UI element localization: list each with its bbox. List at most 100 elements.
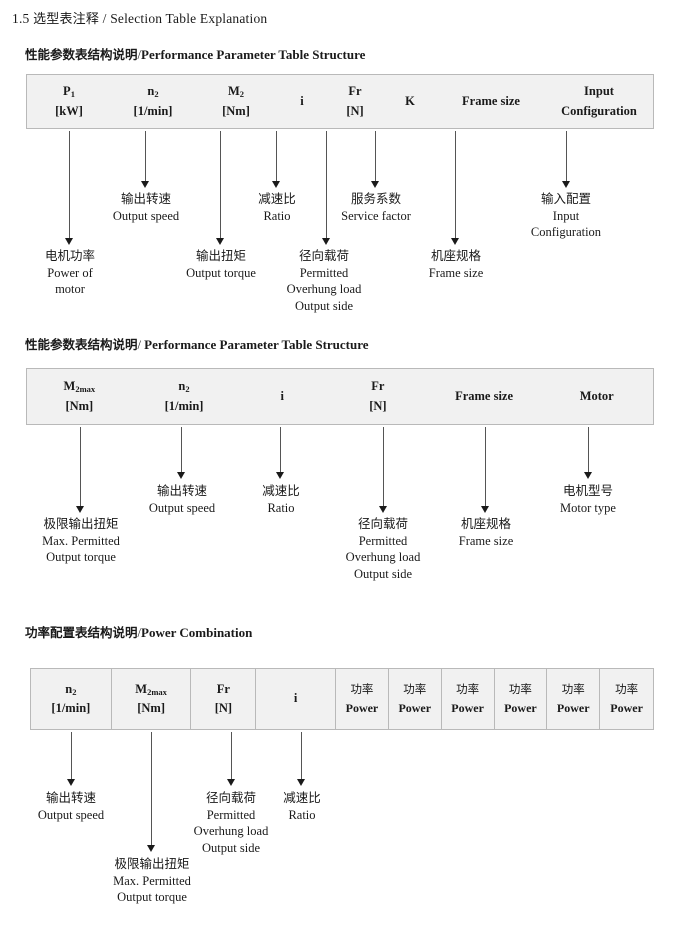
power-combination-table: n2 [1/min] M2max [Nm] Fr [N] i 功率 Power … xyxy=(30,668,654,730)
block-2-heading-separator: / xyxy=(137,338,141,352)
table-3-symbol-n2: n2 xyxy=(65,681,77,697)
table-3-cell-power-3: 功率 Power xyxy=(440,669,494,729)
note-cn: 径向载荷 xyxy=(357,516,409,531)
table-3-cell-m2max: M2max [Nm] xyxy=(110,669,191,729)
note-en-line-1: Service factor xyxy=(341,208,411,223)
note-en-line-1: Max. Permitted xyxy=(113,873,191,888)
table-3-power-2-en: Power xyxy=(398,700,432,715)
table-3-unit-fr: [N] xyxy=(214,701,233,715)
arrow-to-ratio xyxy=(272,131,281,188)
note-output-speed: 输出转速 Output speed xyxy=(113,191,179,224)
block-2-heading-en: Performance Parameter Table Structure xyxy=(144,337,369,352)
table-3-power-6-en: Power xyxy=(610,700,643,715)
arrow-to-service-factor xyxy=(371,131,380,188)
table-1-cell-m2: M2 [Nm] xyxy=(195,75,277,128)
block-1-heading-separator: / xyxy=(137,48,141,62)
table-1-cell-input-configuration: Input Configuration xyxy=(545,75,653,128)
note-en-line-1: Output speed xyxy=(112,208,180,223)
table-3-cell-power-5: 功率 Power xyxy=(546,669,599,729)
note-cn: 极限输出扭矩 xyxy=(114,856,190,871)
table-1-cell-n2: n2 [1/min] xyxy=(111,75,195,128)
block-1-heading-cn: 性能参数表结构说明 xyxy=(25,47,138,62)
note-ratio-3: 减速比 Ratio xyxy=(283,790,321,823)
arrow-to-frame-size-2 xyxy=(481,427,490,513)
note-output-torque: 输出扭矩 Output torque xyxy=(186,248,256,281)
note-en-line-1: Input xyxy=(552,208,580,223)
arrow-to-max-permitted-output-torque-3 xyxy=(147,732,156,852)
note-en-line-2: Overhung load xyxy=(286,282,362,296)
note-permitted-overhung-load-3: 径向载荷 Permitted Overhung load Output side xyxy=(194,790,269,856)
note-motor-type: 电机型号 Motor type xyxy=(560,483,616,516)
arrow-to-permitted-overhung-load xyxy=(322,131,331,245)
note-cn: 径向载荷 xyxy=(205,790,257,805)
note-cn: 输出转速 xyxy=(156,483,207,498)
table-2-cell-frame-size: Frame size xyxy=(428,369,541,424)
note-cn: 输入配置 xyxy=(540,191,592,206)
table-2-cell-m2max: M2max [Nm] xyxy=(27,369,132,424)
table-1-cell-k: K xyxy=(383,75,437,128)
block-3-heading: 功率配置表结构说明/Power Combination xyxy=(25,622,252,641)
arrow-to-output-speed-2 xyxy=(177,427,186,479)
arrow-to-permitted-overhung-load-3 xyxy=(227,732,236,786)
note-en-line-2: Overhung load xyxy=(345,550,421,564)
section-number: 1.5 xyxy=(12,11,30,26)
performance-parameter-table-1: P1 [kW] n2 [1/min] M2 [Nm] i Fr [N] K Fr… xyxy=(26,74,654,129)
arrow-to-ratio-2 xyxy=(276,427,285,479)
table-3-power-3-cn: 功率 xyxy=(456,681,480,696)
note-en-line-1: Output speed xyxy=(148,500,216,515)
table-1-symbol-input: Input xyxy=(584,84,614,99)
table-3-power-5-cn: 功率 xyxy=(561,681,585,696)
table-3-cell-n2: n2 [1/min] xyxy=(31,669,111,729)
table-1-cell-frame-size: Frame size xyxy=(437,75,545,128)
table-3-power-4-cn: 功率 xyxy=(508,681,532,696)
section-title-cn: 选型表注释 xyxy=(33,12,100,27)
note-en-line-1: Ratio xyxy=(263,208,291,223)
table-3-power-1-en: Power xyxy=(345,700,379,715)
table-3-cell-power-4: 功率 Power xyxy=(493,669,547,729)
block-3-heading-en: Power Combination xyxy=(141,625,253,640)
table-1-symbol-k: K xyxy=(405,93,415,108)
note-max-permitted-output-torque-3: 极限输出扭矩 Max. Permitted Output torque xyxy=(113,856,191,906)
block-1-heading: 性能参数表结构说明/Performance Parameter Table St… xyxy=(25,44,365,63)
note-en-line-2: Output torque xyxy=(46,550,116,564)
note-ratio-2: 减速比 Ratio xyxy=(262,483,300,516)
arrow-to-output-torque xyxy=(216,131,225,245)
note-cn: 输出扭矩 xyxy=(195,248,247,263)
table-1-cell-i: i xyxy=(277,75,327,128)
table-3-power-3-en: Power xyxy=(451,700,484,715)
table-1-symbol-frame-size: Frame size xyxy=(462,93,520,108)
arrow-to-frame-size xyxy=(451,131,460,245)
table-3-power-6-cn: 功率 xyxy=(615,681,639,696)
table-1-symbol-n2: n2 xyxy=(147,84,159,100)
section-title-separator: / xyxy=(102,11,107,26)
table-2-cell-i: i xyxy=(236,369,328,424)
note-frame-size: 机座规格 Frame size xyxy=(429,248,484,281)
arrow-to-output-speed-3 xyxy=(67,732,76,786)
note-en-line-1: Ratio xyxy=(288,807,316,822)
table-2-cell-n2: n2 [1/min] xyxy=(132,369,237,424)
note-en-line-1: Power of xyxy=(47,265,93,280)
block-2-heading-cn: 性能参数表结构说明 xyxy=(25,337,138,352)
note-frame-size-2: 机座规格 Frame size xyxy=(459,516,514,549)
block-3-heading-cn: 功率配置表结构说明 xyxy=(25,625,138,640)
block-1-heading-en: Performance Parameter Table Structure xyxy=(141,47,366,62)
table-1-cell-fr: Fr [N] xyxy=(327,75,383,128)
page-title: 1.5 选型表注释 / Selection Table Explanation xyxy=(12,8,267,27)
table-3-unit-n2: [1/min] xyxy=(51,701,91,715)
table-3-cell-i: i xyxy=(255,669,335,729)
note-en-line-1: Motor type xyxy=(560,500,616,515)
table-2-symbol-n2: n2 xyxy=(178,379,190,395)
table-1-symbol-m2: M2 xyxy=(227,84,245,100)
note-en-line-1: Frame size xyxy=(428,265,484,280)
note-cn: 电机功率 xyxy=(44,248,96,263)
note-en-line-3: Output side xyxy=(295,298,353,313)
note-en-line-3: Output side xyxy=(202,840,260,855)
note-power-of-motor: 电机功率 Power of motor xyxy=(45,248,95,298)
note-cn: 极限输出扭矩 xyxy=(43,516,119,531)
table-2-symbol-frame-size: Frame size xyxy=(455,388,514,403)
table-1-symbol-fr: Fr xyxy=(348,84,362,99)
arrow-to-input-configuration xyxy=(562,131,571,188)
note-cn: 机座规格 xyxy=(460,516,511,531)
note-en-line-1: Permitted xyxy=(206,807,256,822)
note-cn: 输出转速 xyxy=(45,790,96,805)
